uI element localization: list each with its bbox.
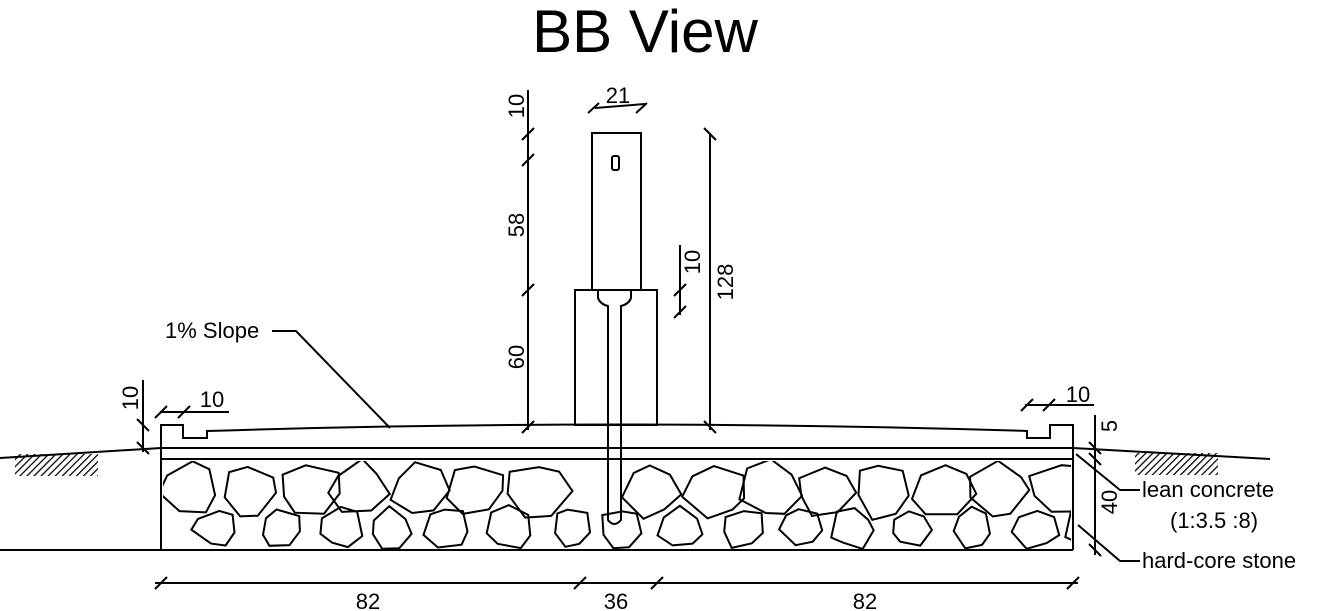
stone <box>554 508 592 548</box>
stone <box>371 504 413 549</box>
stone <box>830 507 875 549</box>
stone <box>723 510 764 549</box>
stone <box>738 461 804 515</box>
dim-post-vertical: 10 58 60 <box>504 90 535 434</box>
ground-right <box>1072 447 1271 475</box>
hard-core-callout: hard-core stone <box>1077 524 1296 573</box>
stone <box>223 465 278 518</box>
stone <box>798 466 858 517</box>
stone <box>892 510 934 547</box>
stone <box>261 508 301 547</box>
stone <box>163 461 217 514</box>
stone <box>620 464 683 520</box>
dim-label: 10 <box>1066 382 1090 407</box>
concrete-slab <box>160 423 1074 550</box>
drawing-title: BB View <box>532 0 758 65</box>
stone <box>680 465 746 520</box>
stone <box>969 461 1031 518</box>
dim-curb-left: 10 10 <box>118 380 229 455</box>
lean-concrete-callout: lean concrete (1:3.5 :8) <box>1075 453 1274 533</box>
stone <box>952 505 991 549</box>
stone <box>506 466 574 519</box>
dim-collar: 10 <box>673 245 705 319</box>
mix-ratio-label: (1:3.5 :8) <box>1170 508 1258 533</box>
bollard-post <box>574 132 658 525</box>
slope-callout: 1% Slope <box>165 318 391 429</box>
stone <box>857 464 910 521</box>
dim-total-height: 128 <box>703 127 738 434</box>
dim-label: 58 <box>504 213 529 237</box>
stone <box>445 465 505 515</box>
dim-label: 82 <box>356 589 380 611</box>
stone <box>189 509 236 547</box>
stone <box>485 503 532 549</box>
ground-left <box>0 447 162 476</box>
stone <box>910 464 978 516</box>
slot-icon <box>611 155 620 171</box>
dim-label: 36 <box>604 589 628 611</box>
slope-label: 1% Slope <box>165 318 259 343</box>
dim-label: 10 <box>680 250 705 274</box>
dim-curb-right: 10 5 40 <box>1020 382 1122 557</box>
dim-bottom: 82 36 82 <box>154 576 1080 611</box>
stone <box>1027 464 1071 513</box>
dim-post-width: 21 <box>587 83 648 114</box>
stone <box>601 510 643 549</box>
dim-label: 21 <box>606 83 630 108</box>
dim-label: 40 <box>1097 490 1122 514</box>
dim-label: 128 <box>713 264 738 301</box>
dim-label: 60 <box>504 345 529 369</box>
stone <box>777 508 824 547</box>
dim-label: 10 <box>118 386 143 410</box>
stone <box>281 464 341 515</box>
stone <box>319 505 364 549</box>
dim-label: 10 <box>504 94 529 118</box>
stone <box>389 461 451 515</box>
dim-label: 10 <box>200 387 224 412</box>
dim-label: 82 <box>853 589 877 611</box>
stone <box>1010 509 1061 549</box>
hard-core-stone-fill <box>163 461 1071 549</box>
lean-concrete-label: lean concrete <box>1142 477 1274 502</box>
hard-core-label: hard-core stone <box>1142 548 1296 573</box>
stone <box>1064 512 1071 541</box>
stone <box>656 504 704 547</box>
stone <box>327 461 392 513</box>
stone <box>422 508 469 549</box>
dim-label: 5 <box>1097 420 1122 432</box>
